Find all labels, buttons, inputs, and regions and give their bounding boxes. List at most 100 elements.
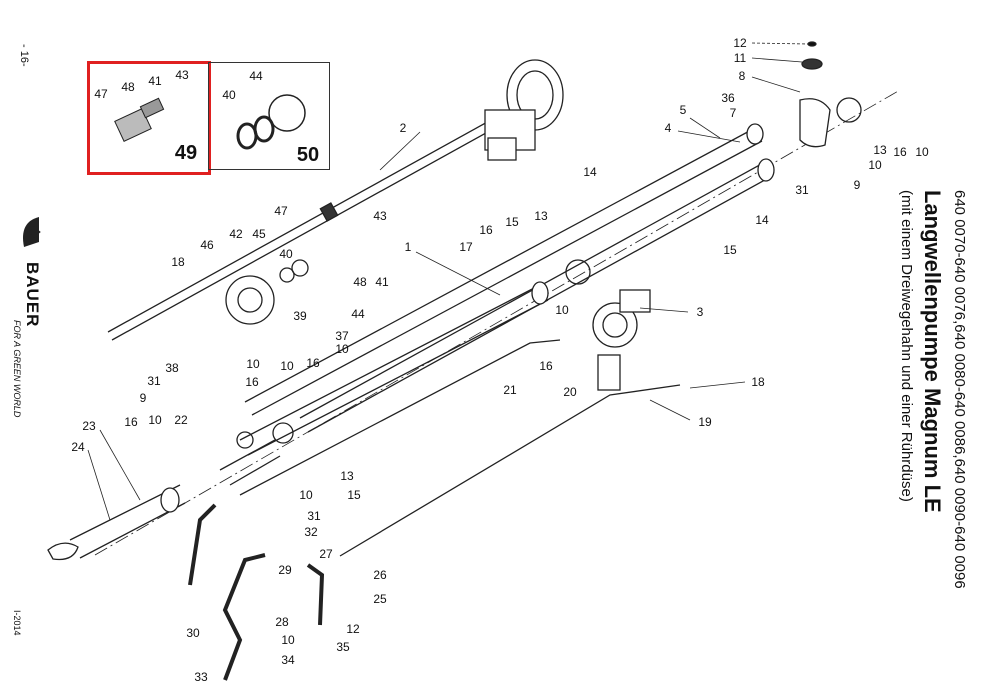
part-callout: 15 — [347, 488, 361, 502]
inset-callout: 48 — [121, 80, 135, 94]
rod-21 — [239, 339, 561, 496]
part-callout: 27 — [319, 547, 333, 561]
part-callout: 10 — [915, 145, 929, 159]
part-callout: 21 — [503, 383, 517, 397]
part-callout: 46 — [200, 238, 214, 252]
lever-35 — [306, 563, 325, 626]
part-callout: 31 — [147, 374, 161, 388]
part-callout: 12 — [346, 622, 360, 636]
part-callout: 1 — [404, 240, 412, 254]
part-callout: 26 — [373, 568, 387, 582]
part-callout: 15 — [723, 243, 737, 257]
part-callout: 19 — [698, 415, 712, 429]
part-callout: 44 — [351, 307, 365, 321]
part-callout: 10 — [299, 488, 313, 502]
tube-16 — [219, 281, 549, 486]
bauer-logo-icon — [23, 217, 41, 247]
part-callout: 10 — [246, 357, 260, 371]
inset-number-49: 49 — [174, 142, 198, 164]
part-callout: 29 — [278, 563, 292, 577]
three-way-valve-3 — [592, 289, 651, 391]
page-title: Langwellenpumpe Magnum LE — [920, 190, 945, 513]
part-callout: 45 — [252, 227, 266, 241]
part-callout: 10 — [555, 303, 569, 317]
leader-lines — [87, 42, 809, 521]
part-callout: 9 — [853, 178, 861, 192]
clamp-31 — [799, 98, 831, 148]
part-callout: 10 — [868, 158, 882, 172]
inset-callout: 47 — [94, 87, 108, 101]
handle — [188, 503, 217, 586]
inset-callout: 44 — [249, 69, 263, 83]
tube-1 — [244, 123, 764, 416]
page-number: - 16- — [18, 44, 30, 67]
part-callout: 37 — [335, 329, 349, 343]
part-callout: 43 — [373, 209, 387, 223]
part-callout: 36 — [721, 91, 735, 105]
part-callout: 5 — [679, 103, 687, 117]
brand-tagline: FOR A GREEN WORLD — [12, 320, 22, 418]
seal-kit-icon — [236, 94, 306, 150]
part-callout: 31 — [795, 183, 809, 197]
sleeve-part-icon — [114, 97, 165, 142]
part-callout: 47 — [274, 204, 288, 218]
part-callout: 16 — [539, 359, 553, 373]
part-callout: 10 — [280, 359, 294, 373]
part-callout: 16 — [124, 415, 138, 429]
part-callout: 35 — [336, 640, 350, 654]
date-code: I-2014 — [12, 610, 22, 636]
part-callout: 42 — [229, 227, 243, 241]
part-callout: 40 — [279, 247, 293, 261]
part-callout: 28 — [275, 615, 289, 629]
rod-19 — [339, 384, 681, 557]
part-callout: 20 — [563, 385, 577, 399]
part-callout: 33 — [194, 670, 208, 684]
part-callout: 10 — [335, 342, 349, 356]
part-callout: 18 — [171, 255, 185, 269]
part-callout: 16 — [245, 375, 259, 389]
part-callout: 34 — [281, 653, 295, 667]
part-callout: 17 — [459, 240, 473, 254]
part-callout: 48 — [353, 275, 367, 289]
part-callout: 3 — [696, 305, 704, 319]
part-callout: 22 — [174, 413, 188, 427]
inset-part-49[interactable] — [87, 61, 211, 175]
part-callout: 10 — [148, 413, 162, 427]
tube-24 — [47, 484, 186, 561]
part-callout: 7 — [729, 106, 737, 120]
gasket-13-top — [836, 97, 862, 123]
part-callout: 11 — [733, 51, 747, 65]
inset-part-50[interactable] — [208, 62, 330, 170]
part-callout: 13 — [873, 143, 887, 157]
page-subtitle: (mit einem Dreiwegehahn und einer Rührdü… — [898, 190, 915, 502]
part-callout: 39 — [293, 309, 307, 323]
part-callout: 32 — [304, 525, 318, 539]
part-callout: 9 — [139, 391, 147, 405]
inset-number-50: 50 — [296, 144, 320, 166]
part-callout: 2 — [399, 121, 407, 135]
part-callout: 30 — [186, 626, 200, 640]
part-callout: 24 — [71, 440, 85, 454]
part-callout: 12 — [733, 36, 747, 50]
part-callout: 16 — [479, 223, 493, 237]
part-callout: 38 — [165, 361, 179, 375]
brand-name: BAUER — [23, 262, 42, 328]
part-callout: 4 — [664, 121, 672, 135]
lever-30 — [222, 553, 266, 681]
inset-callout: 40 — [222, 88, 236, 102]
part-callout: 10 — [281, 633, 295, 647]
part-callout: 13 — [534, 209, 548, 223]
shaft-2 — [107, 114, 505, 341]
gasket-13 — [565, 259, 591, 285]
model-numbers: 640 0070-640 0076,640 0080-640 0086,640 … — [951, 190, 968, 589]
flange-37 — [225, 275, 275, 325]
part-callout: 15 — [505, 215, 519, 229]
part-callout: 31 — [307, 509, 321, 523]
inset-callout: 43 — [175, 68, 189, 82]
inset-callout: 41 — [148, 74, 162, 88]
part-callout: 25 — [373, 592, 387, 606]
motor-bearing-housing — [484, 59, 564, 161]
part-callout: 18 — [751, 375, 765, 389]
part-callout: 16 — [893, 145, 907, 159]
